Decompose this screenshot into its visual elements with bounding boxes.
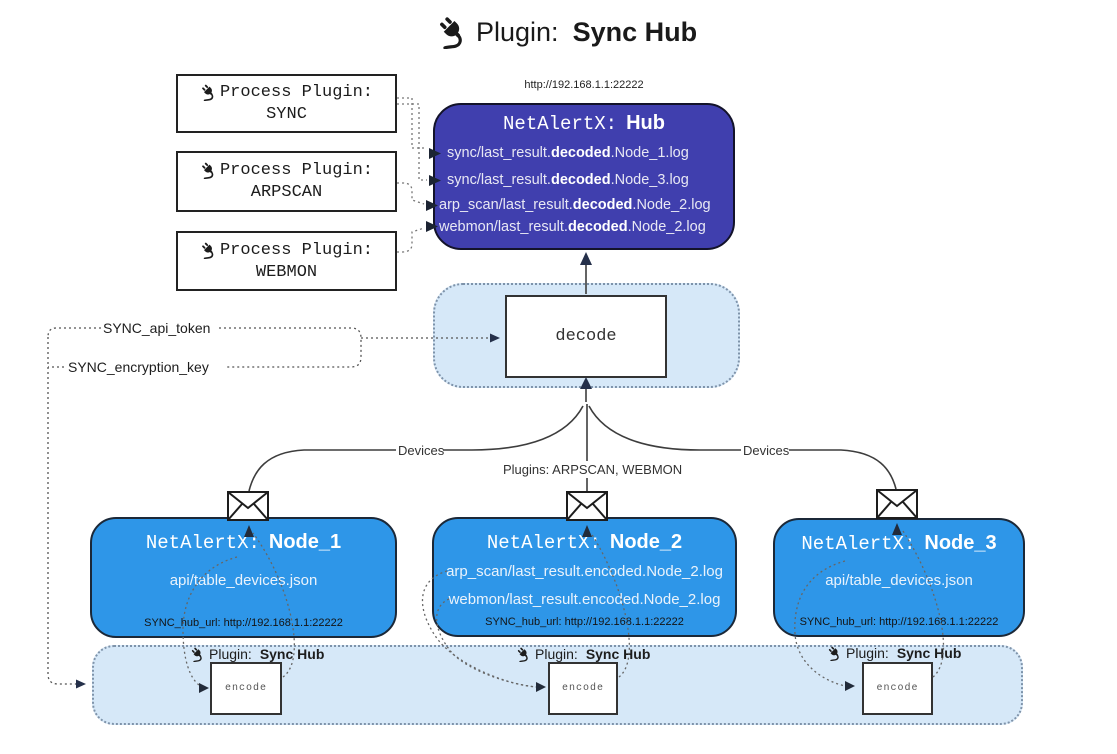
plug-icon	[436, 16, 469, 49]
node-3-box: NetAlertX:Node_3 api/table_devices.json …	[773, 518, 1025, 637]
sync-api-token-label: SYNC_api_token	[103, 320, 211, 336]
hub-log-line: sync/last_result.decoded.Node_1.log	[447, 145, 689, 161]
process-plugin-label: Process Plugin:	[219, 83, 374, 102]
envelope-icon	[227, 491, 269, 521]
hub-url-label: http://192.168.1.1:22222	[524, 79, 644, 91]
envelope-icon	[566, 491, 608, 521]
node-title: NetAlertX:Node_1	[145, 531, 342, 554]
hub-log-line: sync/last_result.decoded.Node_3.log	[447, 172, 689, 188]
encode-box: encode	[862, 662, 933, 715]
process-plugin-name: SYNC	[266, 105, 307, 124]
hub-title-name: Hub	[626, 112, 665, 134]
plugin-to-hub-connectors	[397, 97, 427, 253]
node-title: NetAlertX:Node_2	[486, 531, 683, 554]
flow-label-plugins: Plugins: ARPSCAN, WEBMON	[503, 462, 683, 477]
page-title: Plugin: Sync Hub	[436, 16, 697, 49]
plug-icon	[200, 84, 217, 101]
plug-icon	[190, 647, 205, 662]
hub-title: NetAlertX: Hub	[433, 112, 735, 135]
node-file-line: webmon/last_result.encoded.Node_2.log	[448, 591, 721, 608]
node-title: NetAlertX:Node_3	[801, 532, 997, 555]
plug-icon	[827, 646, 842, 661]
hub-log-line: webmon/last_result.decoded.Node_2.log	[439, 219, 706, 235]
process-plugin-webmon-box: Process Plugin: WEBMON	[176, 231, 397, 291]
node-hub-url: SYNC_hub_url: http://192.168.1.1:22222	[485, 616, 684, 628]
process-plugin-label: Process Plugin:	[219, 161, 374, 180]
hub-title-label: NetAlertX:	[503, 113, 618, 135]
hub-box	[433, 103, 735, 250]
node-file-line: api/table_devices.json	[825, 572, 973, 589]
node-2-box: NetAlertX:Node_2 arp_scan/last_result.en…	[432, 517, 737, 637]
node-file-line: api/table_devices.json	[169, 572, 318, 589]
envelope-icons	[227, 489, 918, 521]
hub-log-line: arp_scan/last_result.decoded.Node_2.log	[439, 197, 711, 213]
node-hub-url: SYNC_hub_url: http://192.168.1.1:22222	[799, 616, 999, 628]
plug-icon	[200, 242, 217, 259]
encoder-plugin-label: Plugin:Sync Hub	[516, 646, 650, 662]
hub-bottom-arrowhead	[580, 252, 592, 265]
encode-box: encode	[210, 662, 282, 715]
page-title-name: Sync Hub	[572, 17, 698, 47]
sync-encryption-key-label: SYNC_encryption_key	[68, 359, 209, 375]
page-title-label: Plugin:	[476, 17, 559, 47]
envelope-icon	[876, 489, 918, 519]
process-plugin-sync-box: Process Plugin: SYNC	[176, 74, 397, 133]
node-1-box: NetAlertX:Node_1 api/table_devices.json …	[90, 517, 397, 638]
node-file-line: arp_scan/last_result.encoded.Node_2.log	[446, 563, 723, 580]
flow-label-devices-right: Devices	[743, 443, 790, 458]
process-plugin-arpscan-box: Process Plugin: ARPSCAN	[176, 151, 397, 212]
encode-box: encode	[548, 662, 618, 715]
decode-box: decode	[505, 295, 667, 378]
process-plugin-name: ARPSCAN	[250, 183, 323, 202]
encoder-plugin-label: Plugin:Sync Hub	[827, 645, 961, 661]
band-entry-arrowhead	[76, 679, 86, 689]
process-plugin-label: Process Plugin:	[219, 240, 374, 260]
flow-label-devices-left: Devices	[398, 443, 445, 458]
plug-icon	[200, 162, 217, 179]
process-plugin-name: WEBMON	[255, 262, 318, 282]
encoder-plugin-label: Plugin:Sync Hub	[190, 646, 324, 662]
node-hub-url: SYNC_hub_url: http://192.168.1.1:22222	[144, 617, 343, 629]
plug-icon	[516, 647, 531, 662]
